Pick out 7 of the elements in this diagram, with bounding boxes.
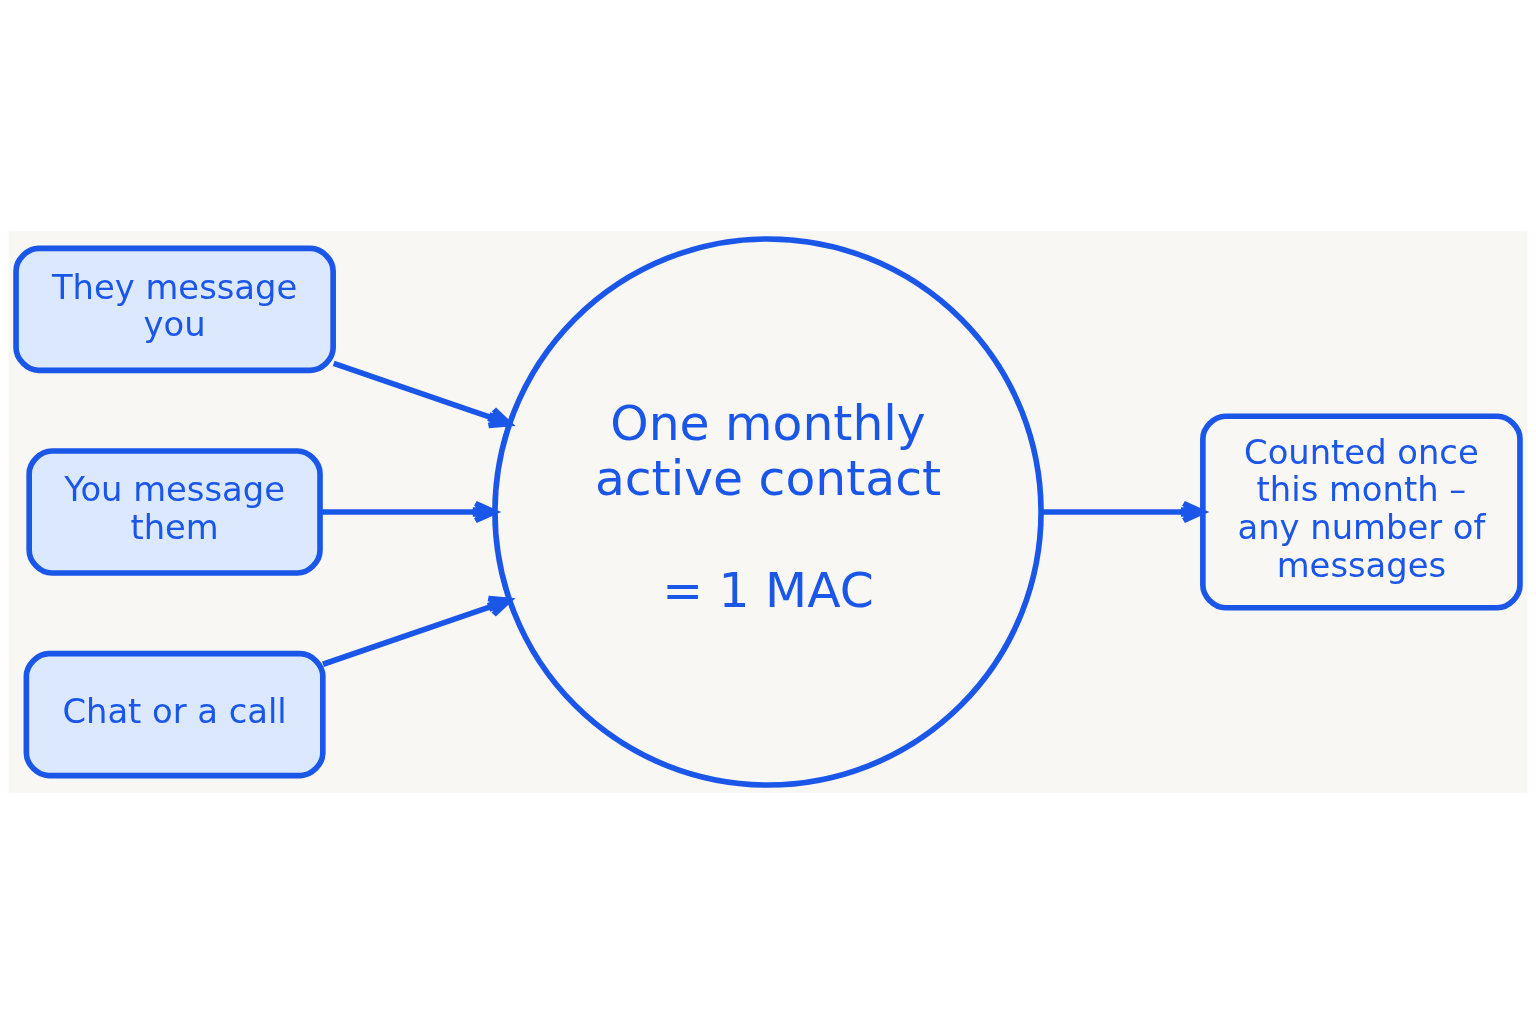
arrow xyxy=(320,500,498,524)
arrow xyxy=(1042,500,1206,524)
node-box: Counted once this month – any number of messages xyxy=(1200,413,1523,611)
node-box: Chat or a call xyxy=(23,650,326,779)
node-box: You message them xyxy=(26,448,323,576)
node-circle: One monthly active contact = 1 MAC xyxy=(492,236,1044,788)
node-box: They message you xyxy=(13,245,336,374)
